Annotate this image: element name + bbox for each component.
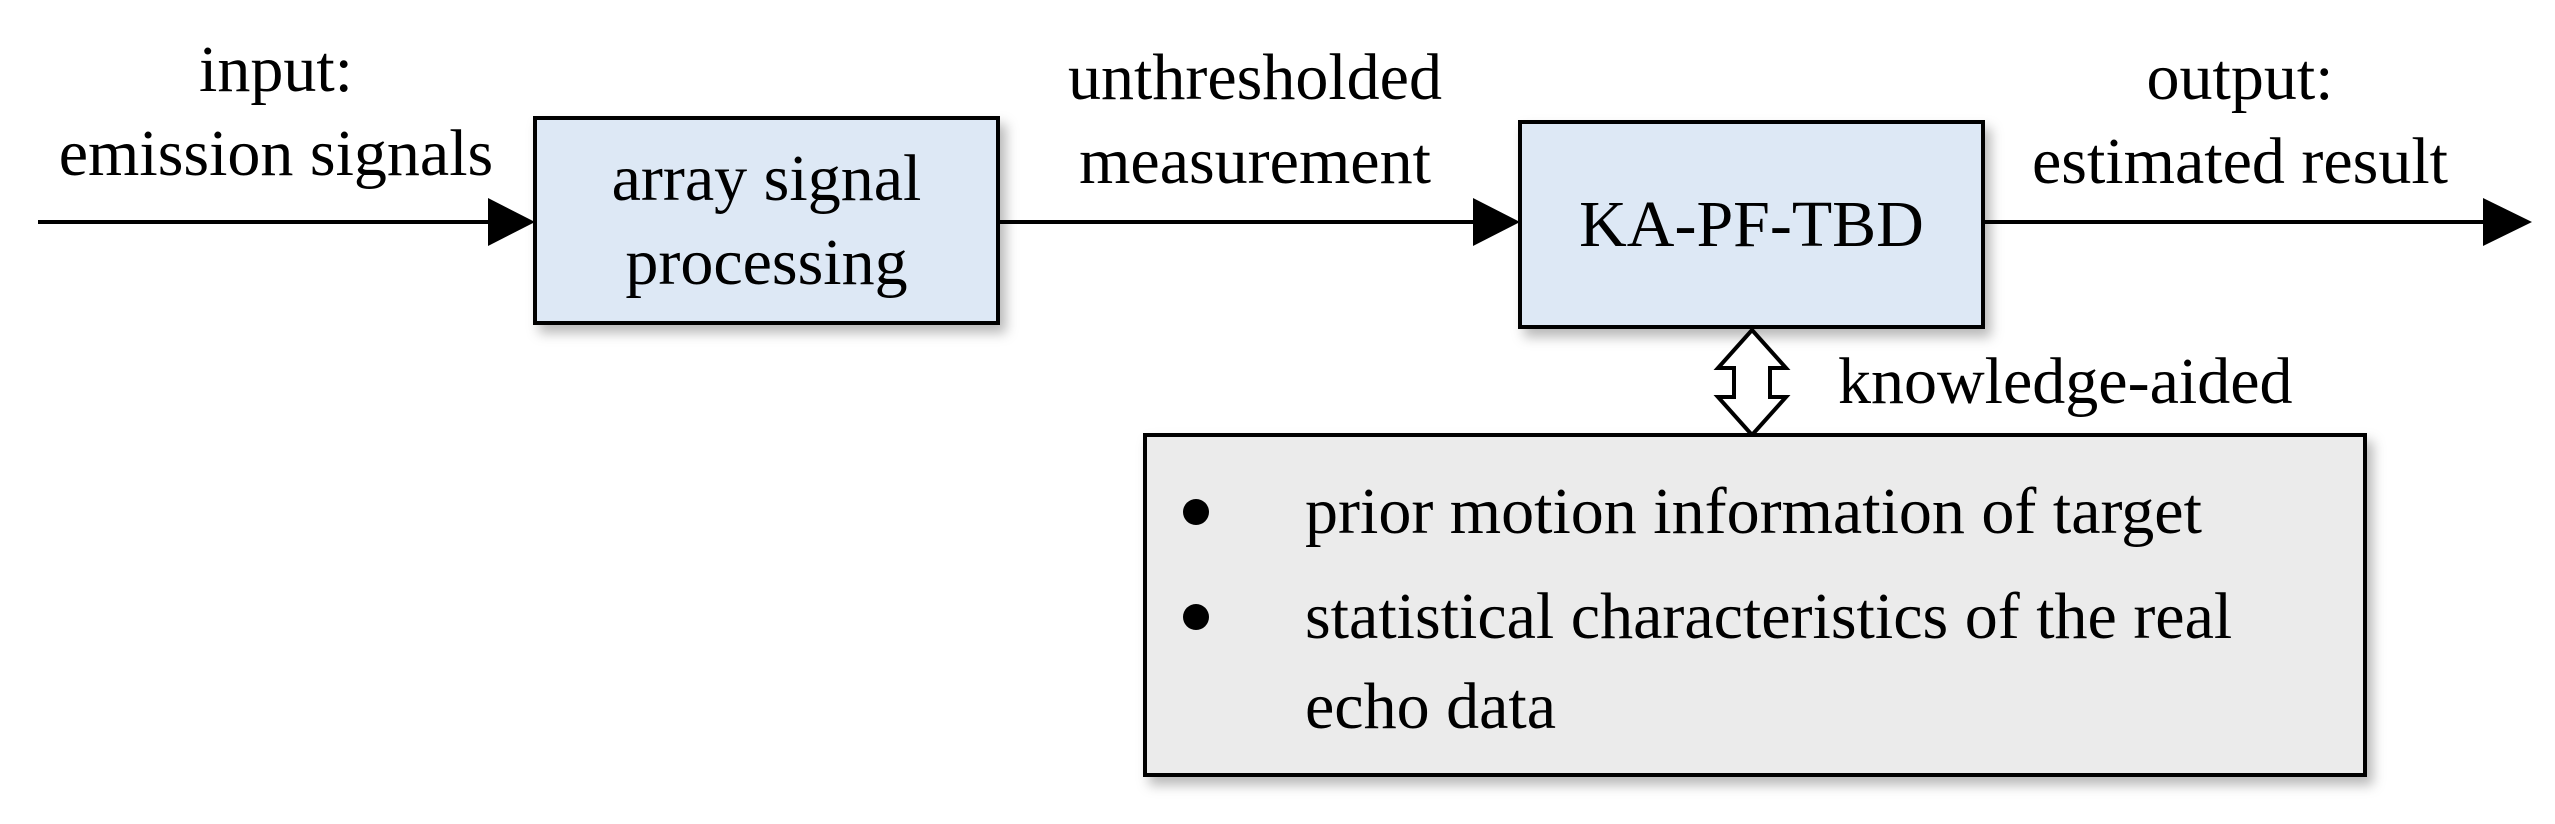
ka-pf-tbd-label: KA-PF-TBD [1520, 122, 1983, 327]
knowledge-item-1-text: prior motion information of target [1305, 475, 2202, 548]
measurement-label-line1: unthresholded [1068, 41, 1442, 114]
array-label-line2: processing [625, 225, 908, 299]
measurement-label: unthresholded measurement [1020, 36, 1490, 204]
input-label-line1: input: [198, 33, 353, 106]
array-signal-processing-label: array signal processing [535, 118, 998, 323]
output-label-line2: estimated result [2031, 125, 2449, 198]
knowledge-aided-label: knowledge-aided [1838, 345, 2293, 418]
knowledge-box [1143, 433, 2367, 777]
bullet-dot-icon [1183, 499, 1209, 525]
output-label: output: estimated result [1995, 36, 2485, 204]
knowledge-aided-double-arrow [1713, 327, 1791, 438]
output-label-line1: output: [2146, 41, 2334, 114]
input-label: input: emission signals [36, 28, 516, 196]
array-label-line1: array signal [611, 141, 922, 215]
measurement-arrow [998, 198, 1520, 246]
measurement-label-line2: measurement [1079, 125, 1431, 198]
bullet-dot-icon [1183, 604, 1209, 630]
input-arrow [38, 198, 535, 246]
tbd-label-text: KA-PF-TBD [1579, 187, 1924, 261]
output-arrow [1983, 198, 2532, 246]
ka-pf-tbd-block [1518, 120, 1985, 329]
knowledge-item-2-text: statistical characteristics of the real … [1305, 580, 2233, 743]
input-label-line2: emission signals [58, 117, 494, 190]
array-signal-processing-block [533, 116, 1000, 325]
